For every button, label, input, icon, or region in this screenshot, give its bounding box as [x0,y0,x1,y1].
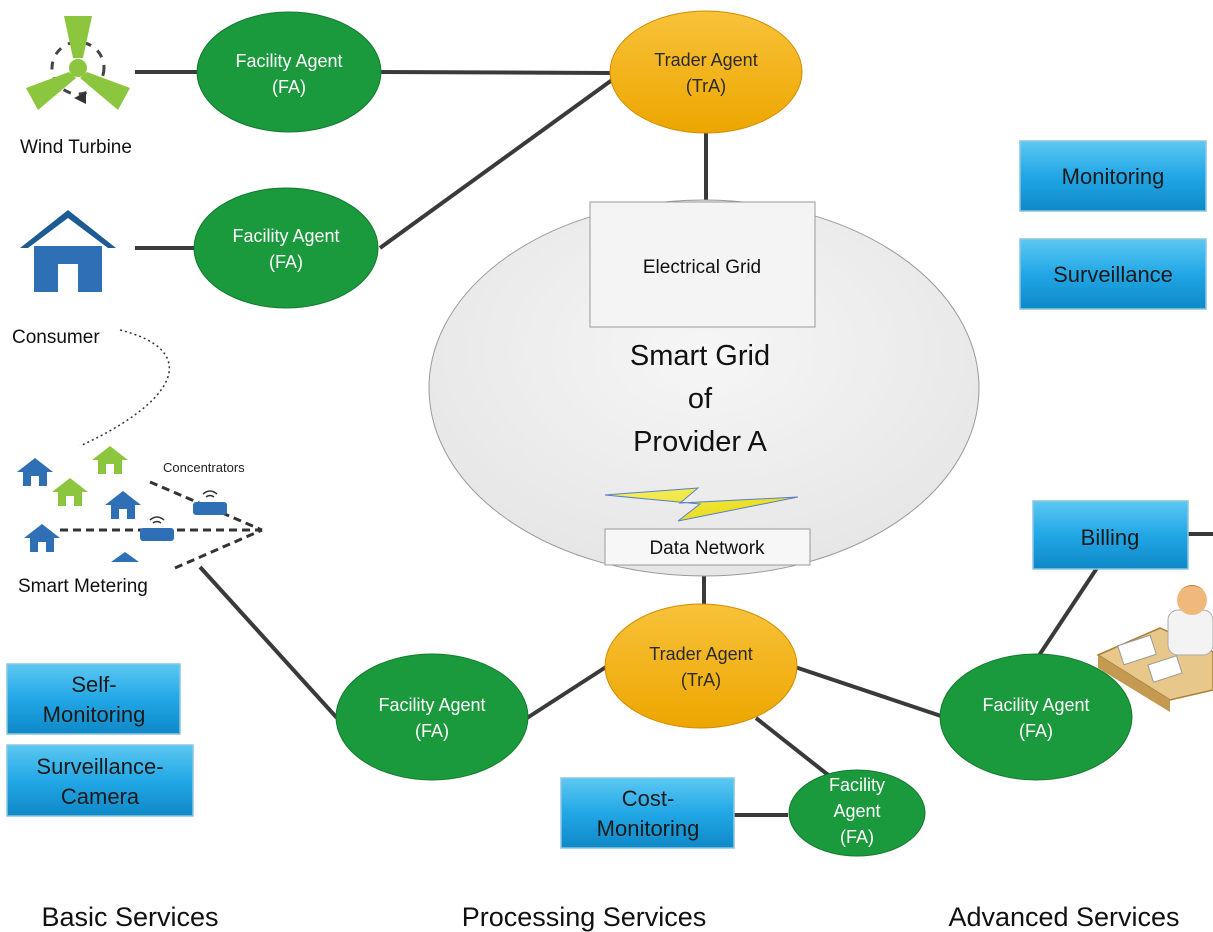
house-icon [17,458,53,486]
data-network-label: Data Network [649,538,765,559]
smart-metering-cluster[interactable]: Concentrators [17,446,263,570]
line-fa2-trader-top [378,78,614,250]
smart-grid-provider: Electrical Grid Smart Grid of Provider A… [428,199,980,577]
wind-turbine-label: Wind Turbine [20,137,132,158]
footer-advanced-services: Advanced Services [948,902,1179,932]
facility-agent-ellipse [788,769,926,857]
billing-service[interactable]: Billing [1032,500,1189,570]
cost-monitoring-label-line2: Monitoring [597,816,700,841]
house-icon [24,524,60,552]
facility-agent-ellipse [196,11,382,133]
facility-agent-line1: Facility Agent [378,695,485,715]
cost-monitoring-service[interactable]: Cost- Monitoring [560,777,735,849]
dotted-consumer-metering [79,329,171,447]
line-fa1-trader-top [379,70,611,75]
service-box [1019,238,1207,310]
facility-agent-cost[interactable]: Facility Agent (FA) [788,769,926,857]
trader-agent-bottom[interactable]: Trader Agent (TrA) [604,603,798,729]
surveillance-camera-service[interactable]: Surveillance- Camera [6,744,194,817]
trader-agent-top[interactable]: Trader Agent (TrA) [609,10,803,134]
footer-basic-services: Basic Services [41,902,218,932]
smart-metering-label: Smart Metering [18,576,148,597]
line-fa4-billing [1034,566,1099,662]
house-icon [105,491,141,519]
facility-agent-line2: Agent [833,801,880,821]
service-box [560,777,735,849]
data-network-box[interactable] [604,528,811,566]
monitoring-label: Monitoring [1062,164,1165,189]
line-metering-fa3 [198,565,339,720]
facility-agent-metering[interactable]: Facility Agent (FA) [335,653,529,781]
facility-agent-line1: Facility Agent [235,51,342,71]
operator-desk-icon [1096,585,1213,712]
facility-agent-line2: (FA) [1019,721,1053,741]
trader-agent-ellipse [604,603,798,729]
grid-title-line3: Provider A [633,426,767,458]
trader-agent-line2: (TrA) [681,670,721,690]
line-trader-bottom-fa5 [754,716,834,780]
facility-agent-consumer[interactable]: Facility Agent (FA) [193,187,379,309]
consumer-house-icon[interactable] [20,210,116,292]
concentrators-label: Concentrators [163,460,245,475]
concentrator-device-icon [193,502,227,515]
grid-title-line2: of [688,383,713,415]
trader-agent-ellipse [609,10,803,134]
facility-agent-line1: Facility [829,775,885,795]
self-monitoring-label-line1: Self- [71,672,116,697]
service-box [1032,500,1189,570]
wifi-icon [149,516,165,524]
service-box [6,663,181,735]
electrical-grid-box[interactable] [589,201,816,328]
line-trader-bottom-fa4 [794,665,942,718]
facility-agent-ellipse [939,653,1133,781]
metering-dashed-line [174,528,263,570]
concentrator-device-icon [140,528,174,541]
electrical-grid-label: Electrical Grid [643,257,761,278]
house-icon [111,552,139,562]
facility-agent-wind[interactable]: Facility Agent (FA) [196,11,382,133]
wind-turbine-icon[interactable] [26,16,130,110]
self-monitoring-label-line2: Monitoring [43,702,146,727]
trader-agent-line1: Trader Agent [654,50,757,70]
facility-agent-billing[interactable]: Facility Agent (FA) [939,653,1133,781]
facility-agent-ellipse [335,653,529,781]
surveillance-service[interactable]: Surveillance [1019,238,1207,310]
grid-title-line1: Smart Grid [630,340,770,372]
facility-agent-line2: (FA) [269,252,303,272]
surveillance-camera-label-line1: Surveillance- [36,754,163,779]
cost-monitoring-label-line1: Cost- [622,786,675,811]
lightning-bolt-icon [604,487,799,522]
service-box [1019,140,1207,212]
trader-agent-line1: Trader Agent [649,644,752,664]
line-fa3-trader-bottom [525,665,608,720]
house-icon [52,478,88,506]
surveillance-camera-label-line2: Camera [61,784,140,809]
footer-processing-services: Processing Services [462,902,707,932]
self-monitoring-service[interactable]: Self- Monitoring [6,663,181,735]
wifi-icon [202,490,218,498]
billing-label: Billing [1081,525,1140,550]
facility-agent-line1: Facility Agent [982,695,1089,715]
house-icon [92,446,128,474]
consumer-label: Consumer [12,327,100,348]
facility-agent-line2: (FA) [272,77,306,97]
facility-agent-line2: (FA) [415,721,449,741]
surveillance-label: Surveillance [1053,262,1173,287]
metering-dashed-line [149,480,263,532]
monitoring-service[interactable]: Monitoring [1019,140,1207,212]
trader-agent-line2: (TrA) [686,76,726,96]
service-box [6,744,194,817]
facility-agent-line3: (FA) [840,827,874,847]
facility-agent-ellipse [193,187,379,309]
facility-agent-line1: Facility Agent [232,226,339,246]
smart-grid-ellipse [428,199,980,577]
